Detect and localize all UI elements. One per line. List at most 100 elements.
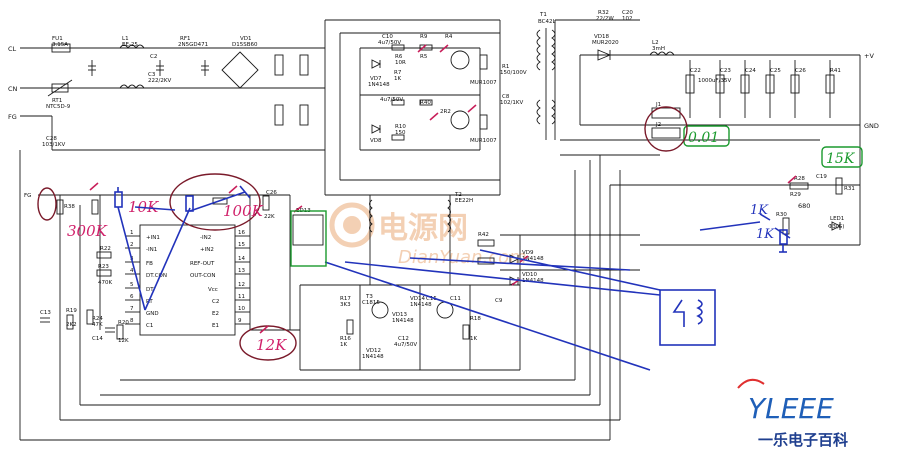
annotation-optocoupler-box — [659, 289, 716, 346]
ic-pin-labels: +IN1 -IN1 FB DT.CON DT RT GND -IN2 +IN2 … — [130, 230, 245, 329]
ref-c12: C12 — [398, 336, 409, 342]
input-label-cn: CN — [8, 85, 18, 93]
annotation-shunt-circle — [644, 106, 688, 152]
watermark-en: DianYuan.com — [398, 247, 527, 268]
val-vd7: 1N4148 — [368, 82, 390, 88]
ic-pin-13: C2 — [212, 299, 219, 305]
transformer-t2 — [369, 199, 373, 233]
ref-r20: R20 — [118, 320, 129, 326]
ic-num-12: 12 — [238, 282, 245, 288]
ref-r38: R38 — [64, 204, 75, 210]
val-r1: 150/100V — [500, 70, 527, 76]
ic-num-7: 7 — [130, 306, 134, 312]
mid-labels: RT1 NTC5D-9 C3 222/2KV C2 VD7 1N4148 R6 … — [46, 54, 527, 144]
ref-vd12: VD12 — [366, 348, 381, 354]
val-c28: 103/1KV — [42, 142, 65, 148]
input-label-fg: FG — [8, 113, 17, 121]
ic-pin-8: -IN2 — [200, 235, 211, 241]
ic-pin-15: E1 — [212, 323, 219, 329]
annotations-blue: 1K 1K 680 — [114, 185, 810, 371]
val-fu1: 3.15A — [52, 42, 68, 48]
ic-pin-14: E2 — [212, 311, 219, 317]
val-vd18: MUR2020 — [592, 40, 619, 46]
val-r24: 47K — [92, 322, 103, 328]
ref-c8: C8 — [502, 94, 510, 100]
ic-pin-3: FB — [146, 261, 153, 267]
ref-r41: R41 — [830, 68, 841, 74]
ref-c3: C3 — [148, 72, 156, 78]
ref-r42: R42 — [478, 232, 489, 238]
ref-vd9: VD9 — [522, 250, 534, 256]
annotation-15k-box — [821, 146, 863, 168]
brand-logo: YLEEE 一乐电子百科 — [737, 378, 848, 449]
logo-text-cn: 一乐电子百科 — [758, 431, 848, 449]
ref-j1: J1 — [655, 102, 661, 108]
annotation-0-01: 0.01 — [688, 130, 719, 146]
ref-rt1: RT1 — [52, 98, 62, 104]
ic-num-4: 4 — [130, 268, 134, 274]
val-r18: 1K — [470, 336, 477, 342]
ground-label: GND — [864, 122, 879, 130]
ref-c22: C22 — [690, 68, 701, 74]
ref-r5: R5 — [420, 54, 428, 60]
annotation-1k-lower: 1K — [756, 227, 775, 242]
ref-c13: C13 — [40, 310, 51, 316]
val-vd13: 1N4148 — [392, 318, 414, 324]
annotation-0-01-box — [683, 125, 730, 147]
components — [40, 28, 843, 340]
annotation-1k-upper: 1K — [750, 203, 769, 218]
annotation-15k: 15K — [826, 151, 856, 167]
ref-c25: C25 — [770, 68, 781, 74]
annotation-circle-left — [37, 187, 57, 221]
val-c11: 4u7/50V — [380, 97, 403, 103]
ref-vd14: VD14 — [410, 296, 425, 302]
ref-r19: R19 — [66, 308, 77, 314]
ref-c10: C10 — [382, 34, 393, 40]
val-vd12: 1N4148 — [362, 354, 384, 360]
ic-pin-9: +IN2 — [200, 247, 214, 253]
val-r10: 150 — [395, 130, 406, 136]
transistor-upper — [450, 50, 470, 70]
ref-c28: C28 — [46, 136, 57, 142]
ic-pin-4: DT.CON — [146, 273, 167, 279]
annotation-12k: 12K — [256, 336, 287, 354]
transformer-t1 — [536, 29, 541, 71]
ref-c11: C11 — [450, 296, 461, 302]
val-r11: 2R2 — [440, 109, 451, 115]
ic-pin-16: C1 — [146, 323, 153, 329]
ref-t2: T2 — [454, 192, 462, 198]
ref-r7: R7 — [394, 70, 402, 76]
transistor-lower — [450, 110, 470, 130]
annotation-circle-mid — [169, 173, 261, 231]
ref-c19: C19 — [816, 174, 827, 180]
ref-vd10: VD10 — [522, 272, 537, 278]
val-c22: 1000uF/35V — [698, 78, 731, 84]
ref-c26: C26 — [266, 190, 277, 196]
annotation-680: 680 — [798, 202, 810, 210]
input-labels: CL CN FG — [8, 45, 18, 121]
ref-r18: R18 — [470, 316, 481, 322]
output-plus-v: +V — [864, 52, 874, 60]
val-c3: 222/2KV — [148, 78, 171, 84]
ref-vd1: VD1 — [240, 36, 252, 42]
ref-j2: J2 — [655, 122, 661, 128]
val-c20: 102 — [622, 16, 633, 22]
ref-r32: R32 — [598, 10, 609, 16]
ref-r31: R31 — [844, 186, 855, 192]
logo-text-en: YLEEE — [748, 392, 834, 425]
watermark: 电源网 DianYuan.com — [329, 202, 527, 268]
ref-r4: R4 — [445, 34, 453, 40]
inductor-l1 — [119, 44, 145, 49]
ref-r22: R22 — [100, 246, 111, 252]
ic-num-15: 15 — [238, 242, 245, 248]
ref-c23: C23 — [720, 68, 731, 74]
ref-vd18: VD18 — [594, 34, 609, 40]
val-rf1: 2N5GD471 — [178, 42, 208, 48]
ic-num-2: 2 — [130, 242, 134, 248]
ref-r40: R40 — [420, 100, 431, 106]
ref-c2: C2 — [150, 54, 157, 60]
val-c10: 4u7/50V — [378, 40, 401, 46]
ref-c15: C15 — [426, 296, 437, 302]
ref-r30: R30 — [776, 212, 787, 218]
